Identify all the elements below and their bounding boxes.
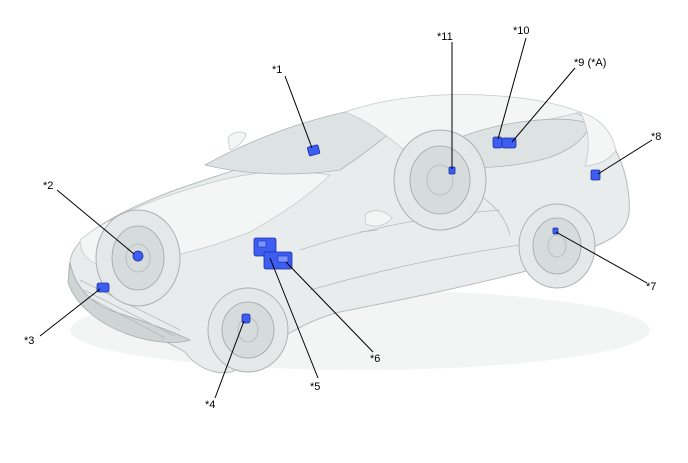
- front-right-wheel-rim: [221, 301, 275, 359]
- rear-left-hub: [426, 164, 454, 196]
- component-8: [590, 169, 601, 181]
- component-4: [241, 313, 251, 324]
- component-2: [132, 250, 144, 262]
- leader-9: [511, 67, 576, 143]
- component-1: [307, 144, 321, 157]
- side-mirror-right: [364, 210, 393, 227]
- callout-label-8: *8: [651, 131, 661, 143]
- callout-label-5: *5: [310, 381, 320, 393]
- rear-right-wheel-rim: [532, 217, 582, 275]
- callout-label-7: *7: [646, 281, 656, 293]
- leader-6: [285, 261, 374, 353]
- component-5-detail: [257, 240, 267, 248]
- callout-label-2: *2: [43, 180, 53, 192]
- side-mirror-left: [227, 131, 247, 151]
- callout-label-1: *1: [272, 64, 282, 76]
- callout-label-11: *11: [437, 31, 453, 43]
- leader-1: [284, 75, 313, 149]
- leader-lines: [39, 37, 653, 399]
- leader-10: [497, 37, 527, 140]
- vehicle-illustration: [67, 94, 650, 374]
- leader-5: [269, 257, 319, 379]
- leader-2: [56, 189, 135, 255]
- rocker-line: [309, 244, 521, 291]
- leader-8: [597, 139, 653, 175]
- callout-label-3: *3: [24, 335, 34, 347]
- callout-labels: *1 *2 *3 *4 *5 *6 *7 *8 *9 (*A) *10 *11: [24, 25, 661, 411]
- rear-left-wheel-rim: [409, 145, 471, 215]
- car-rear-deck: [579, 111, 617, 167]
- callout-label-6: *6: [370, 353, 380, 365]
- component-3: [96, 282, 110, 293]
- rear-right-hub: [547, 234, 567, 258]
- callout-label-10: *10: [513, 25, 530, 37]
- component-6-detail: [277, 255, 289, 263]
- door-handle: [359, 229, 379, 233]
- callout-label-9: *9 (*A): [574, 57, 606, 69]
- leader-3: [39, 288, 101, 337]
- front-grille: [67, 261, 192, 343]
- component-10: [492, 136, 503, 149]
- front-left-hub: [125, 243, 151, 273]
- leader-4: [214, 320, 245, 399]
- component-5-6-assembly: [253, 237, 293, 270]
- leader-7: [555, 231, 648, 284]
- highlighted-components: [96, 136, 601, 324]
- callout-label-4: *4: [205, 399, 215, 411]
